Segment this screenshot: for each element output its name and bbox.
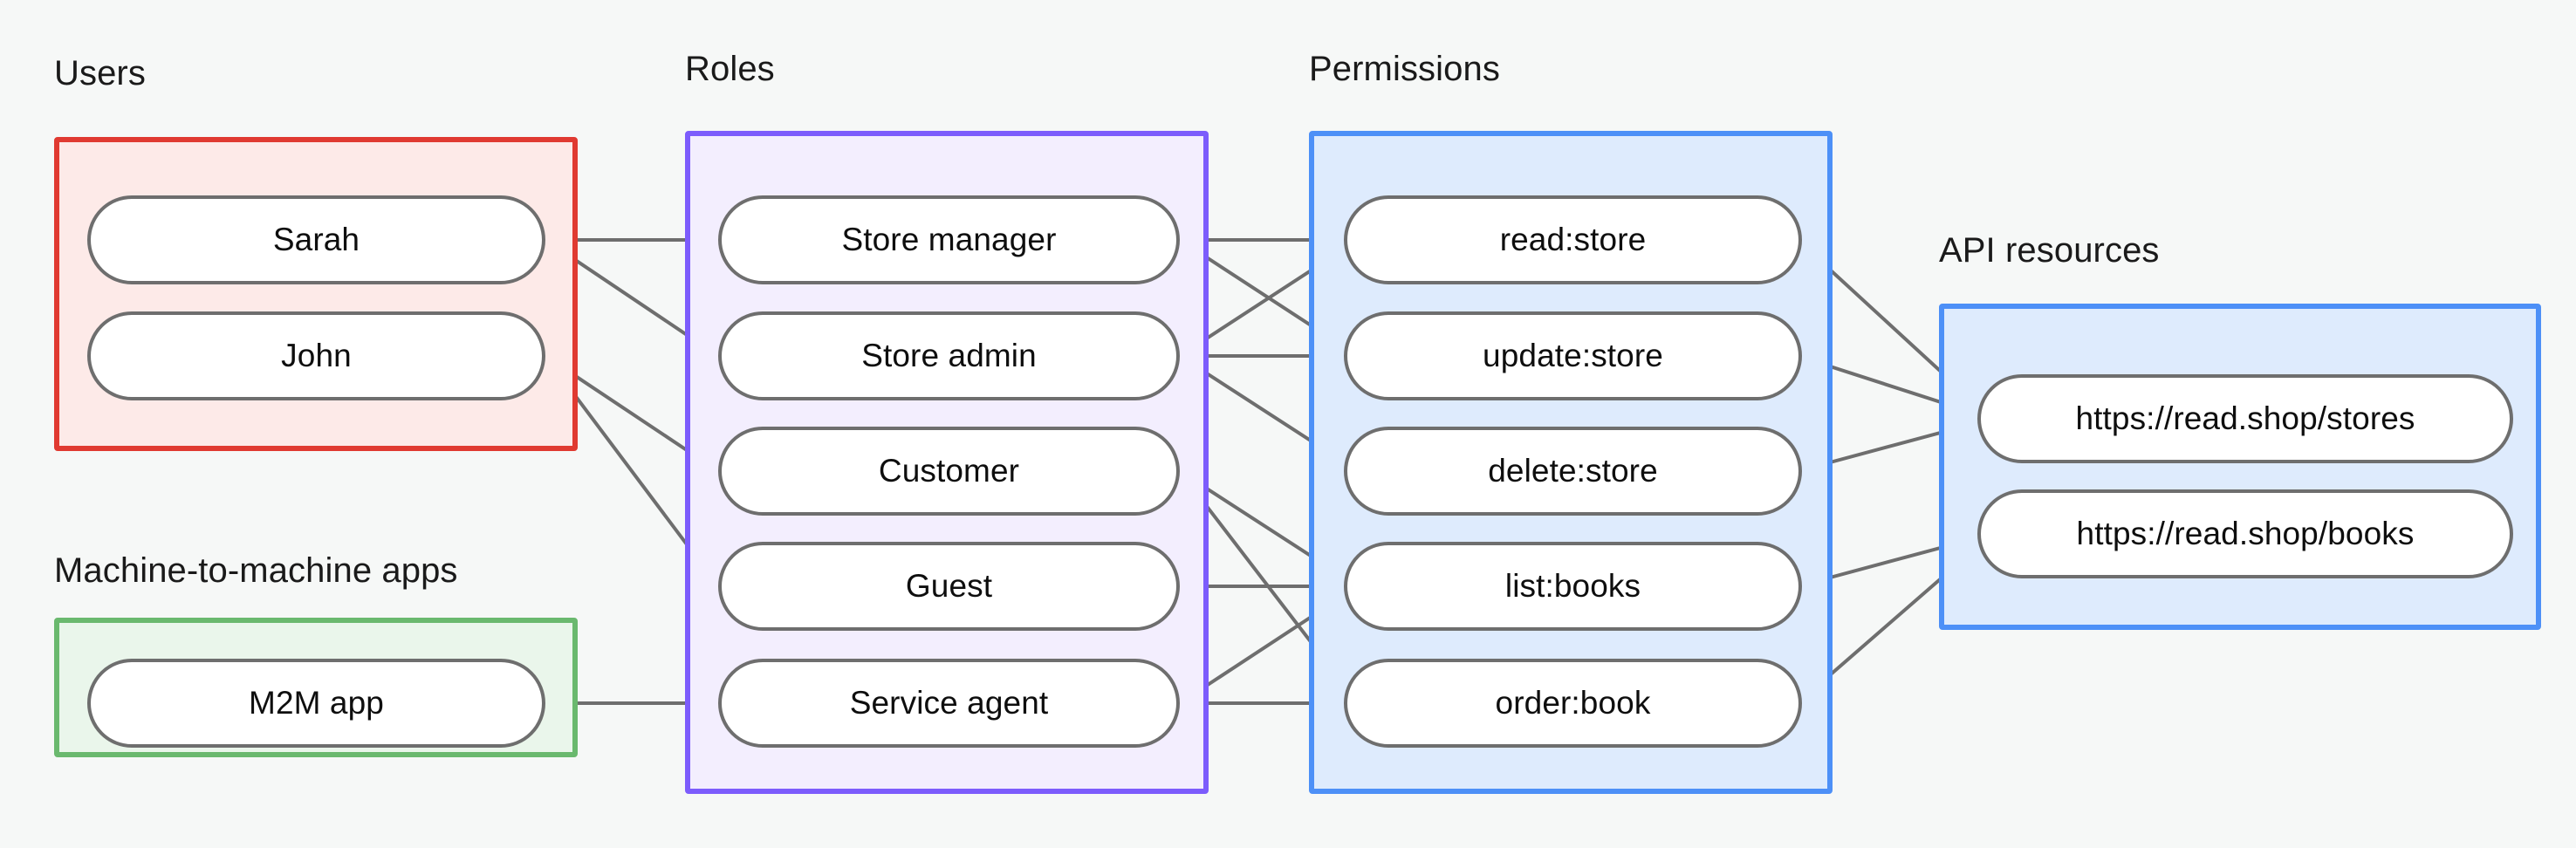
node-res-stores[interactable]: https://read.shop/stores	[1977, 374, 2513, 463]
node-john[interactable]: John	[87, 311, 545, 400]
node-list-books[interactable]: list:books	[1344, 542, 1802, 631]
node-sarah[interactable]: Sarah	[87, 195, 545, 284]
node-read-store[interactable]: read:store	[1344, 195, 1802, 284]
node-service-agent[interactable]: Service agent	[718, 659, 1180, 748]
node-m2m-app[interactable]: M2M app	[87, 659, 545, 748]
group-box-users	[54, 137, 578, 451]
group-box-api-resources	[1939, 304, 2541, 630]
node-store-manager[interactable]: Store manager	[718, 195, 1180, 284]
node-delete-store[interactable]: delete:store	[1344, 427, 1802, 516]
group-label-api-resources: API resources	[1939, 231, 2160, 270]
node-guest[interactable]: Guest	[718, 542, 1180, 631]
group-label-roles: Roles	[685, 50, 775, 88]
node-order-book[interactable]: order:book	[1344, 659, 1802, 748]
group-label-machine-to-machine-apps: Machine-to-machine apps	[54, 551, 458, 590]
node-update-store[interactable]: update:store	[1344, 311, 1802, 400]
group-label-users: Users	[54, 54, 146, 92]
group-label-permissions: Permissions	[1309, 50, 1500, 88]
node-res-books[interactable]: https://read.shop/books	[1977, 489, 2513, 578]
node-store-admin[interactable]: Store admin	[718, 311, 1180, 400]
node-customer[interactable]: Customer	[718, 427, 1180, 516]
